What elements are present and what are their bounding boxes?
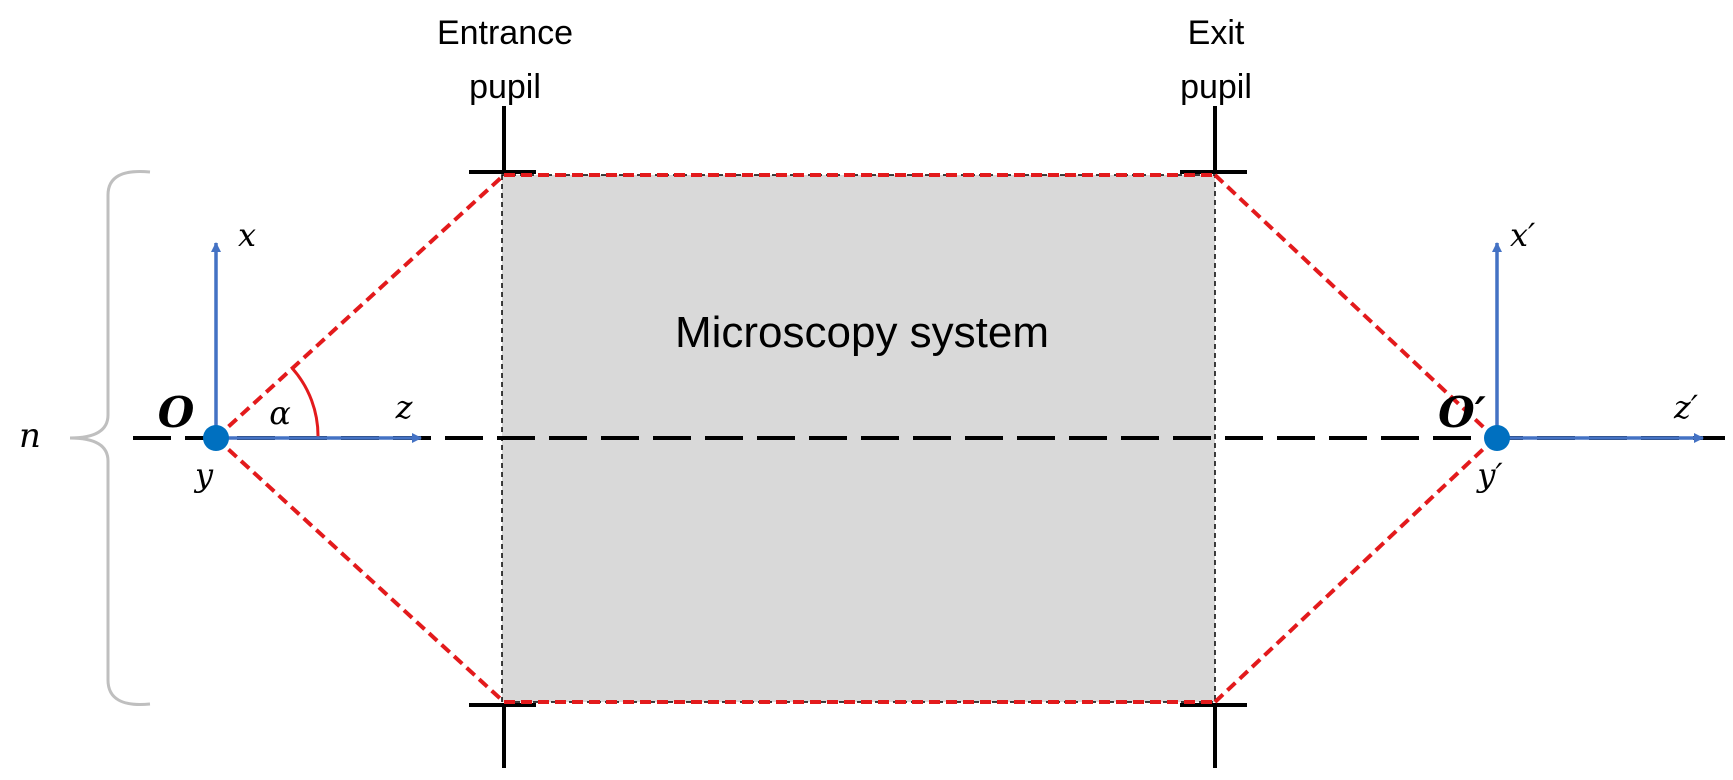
y-axis-label: y bbox=[193, 456, 214, 494]
exit-pupil-label-line2: pupil bbox=[1180, 68, 1252, 106]
image-origin-label: O′ bbox=[1438, 388, 1486, 437]
entrance-pupil-label-line1: Entrance bbox=[437, 14, 573, 52]
x-prime-axis-label: x′ bbox=[1510, 216, 1536, 254]
marginal-rays bbox=[214, 173, 1497, 704]
image-origin-point bbox=[1484, 425, 1510, 451]
exit-pupil-label-line1: Exit bbox=[1188, 14, 1245, 52]
y-prime-axis-label: y′ bbox=[1475, 456, 1503, 494]
entrance-pupil-stop bbox=[469, 106, 536, 768]
object-origin-point bbox=[203, 425, 229, 451]
angle-alpha-label: α bbox=[269, 394, 291, 432]
z-prime-axis-label: z′ bbox=[1673, 388, 1699, 426]
z-axis-label: z bbox=[395, 388, 414, 426]
exit-pupil-stop bbox=[1180, 106, 1247, 768]
microscopy-system-label: Microscopy system bbox=[675, 308, 1049, 357]
object-origin-label: O bbox=[158, 388, 195, 437]
x-axis-label: x bbox=[238, 216, 256, 254]
angle-alpha-arc bbox=[290, 366, 320, 439]
entrance-pupil-label-line2: pupil bbox=[469, 68, 541, 106]
refractive-index-label: n bbox=[19, 416, 41, 456]
refractive-index-bracket bbox=[69, 169, 151, 706]
